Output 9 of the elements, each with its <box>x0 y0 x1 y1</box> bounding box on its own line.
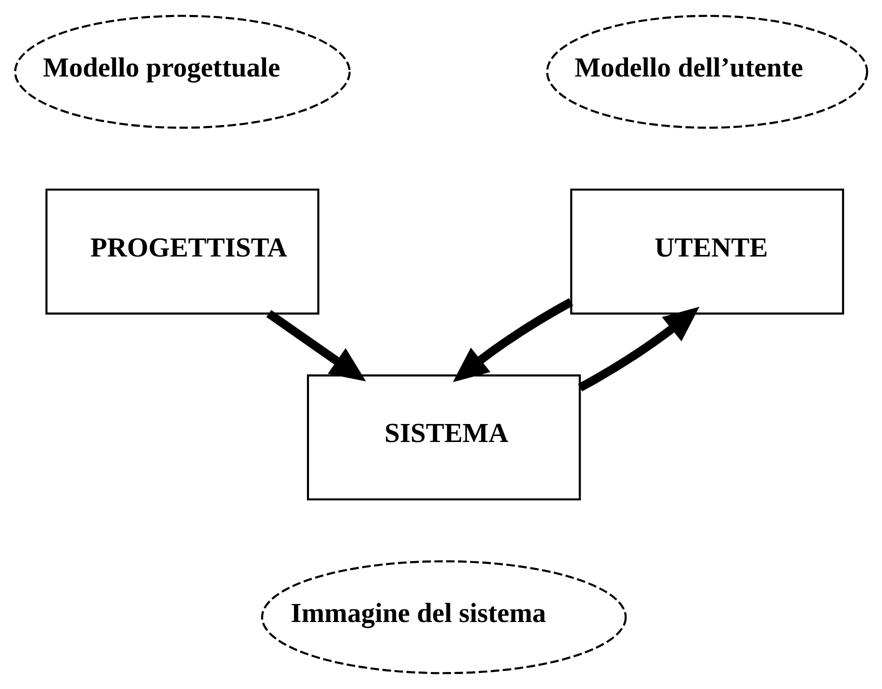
arrow <box>266 310 366 382</box>
node-box: PROGETTISTA <box>45 188 320 315</box>
node-ellipse: Immagine del sistema <box>261 560 627 674</box>
arrow <box>452 298 574 382</box>
node-ellipse: Modello progettuale <box>14 14 351 129</box>
arrow <box>578 306 700 392</box>
node-box: SISTEMA <box>306 374 581 500</box>
node-ellipse: Modello dell’utente <box>546 14 868 129</box>
node-box: UTENTE <box>570 188 844 315</box>
